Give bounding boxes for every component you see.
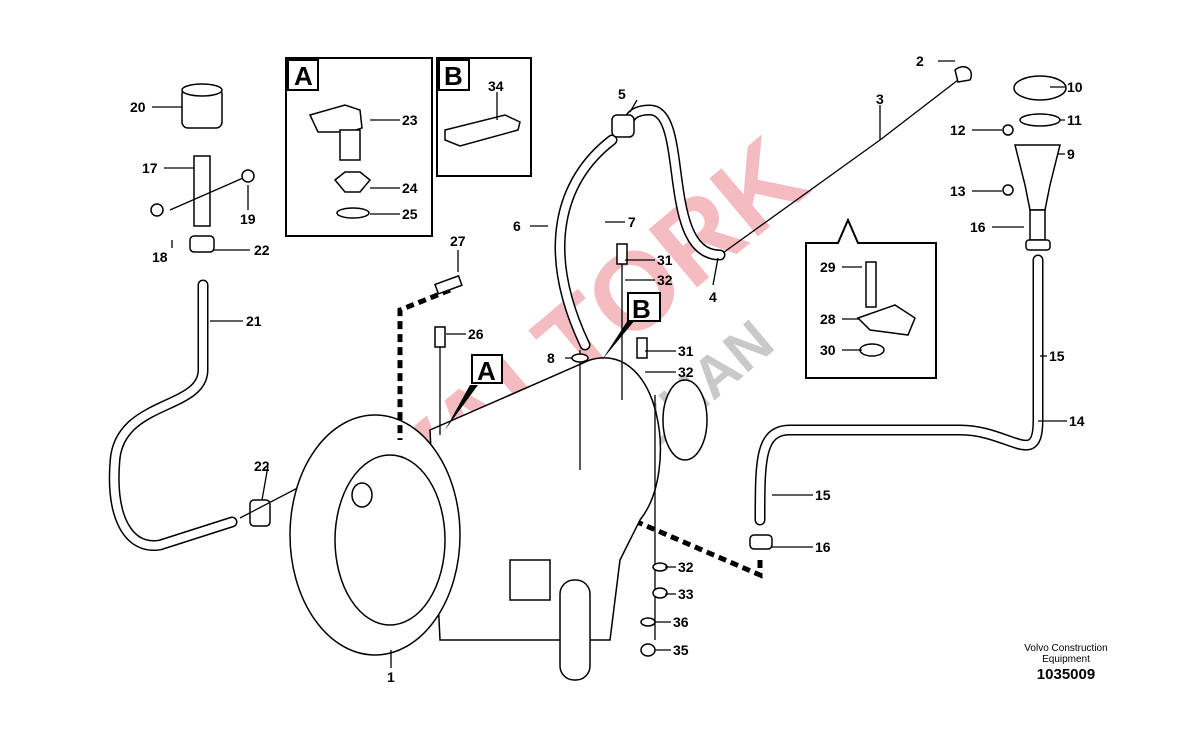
callout-2: 2: [916, 53, 924, 69]
callout-35: 35: [673, 642, 689, 658]
callout-18: 18: [152, 249, 168, 265]
handle-2: [954, 66, 972, 83]
sensor-31: [636, 337, 648, 359]
callout-1: 1: [387, 669, 395, 685]
breather-cap: [181, 83, 223, 97]
callout-34: 34: [488, 78, 504, 94]
callout-33: 33: [678, 586, 694, 602]
callout-21: 21: [246, 313, 262, 329]
callout-28: 28: [820, 311, 836, 327]
svg-text:B: B: [632, 294, 651, 324]
filler-tube-9: [1014, 144, 1061, 211]
callout-10: 10: [1067, 79, 1083, 95]
callout-8: 8: [547, 350, 555, 366]
detail-box-b: B: [436, 57, 532, 177]
detail-box-a-label: A: [294, 61, 313, 91]
footer-company-line1: Volvo Construction: [1024, 643, 1107, 654]
callout-5: 5: [618, 86, 626, 102]
drawing-number: 1035009: [1037, 666, 1095, 683]
callout-7: 7: [628, 214, 636, 230]
callout-32: 32: [657, 272, 673, 288]
detail-box-a: A: [285, 57, 433, 237]
callout-36: 36: [673, 614, 689, 630]
bolt-18: [150, 203, 164, 217]
callout-32: 32: [678, 364, 694, 380]
callout-22: 22: [254, 458, 270, 474]
output-flange: [662, 379, 708, 461]
bolt-12: [1002, 124, 1014, 136]
callout-16: 16: [815, 539, 831, 555]
nut-30: [859, 343, 885, 357]
callout-31: 31: [678, 343, 694, 359]
filter-canister: [559, 579, 591, 681]
detail-box-b-label: B: [444, 61, 463, 91]
callout-13: 13: [950, 183, 966, 199]
elbow-fitting-23: [308, 104, 363, 133]
leader-lines: [152, 60, 1067, 651]
callout-12: 12: [950, 122, 966, 138]
valve-block: [509, 559, 551, 601]
marker-a: A: [445, 354, 503, 430]
bell-opening: [334, 454, 446, 626]
hose-21: [108, 279, 238, 552]
o-ring-25: [336, 207, 370, 219]
callout-32: 32: [678, 559, 694, 575]
clamp-16-bottom: [749, 534, 773, 550]
sensor-31-top: [616, 243, 628, 265]
callout-4: 4: [709, 289, 717, 305]
dipstick-assembly: [539, 75, 1067, 579]
footer: Volvo Construction Equipment 1035009: [1024, 643, 1107, 683]
washer-19: [241, 169, 255, 183]
callout-24: 24: [402, 180, 418, 196]
bolt-29: [865, 261, 877, 308]
callout-23: 23: [402, 112, 418, 128]
callout-27: 27: [450, 233, 466, 249]
callout-6: 6: [513, 218, 521, 234]
elbow-thread: [339, 129, 361, 161]
callout-22: 22: [254, 242, 270, 258]
nut-13: [1002, 184, 1014, 196]
cap-10: [1013, 75, 1067, 101]
clamp-22-top: [189, 235, 215, 253]
seal-11: [1019, 113, 1061, 127]
svg-text:A: A: [477, 356, 496, 386]
callout-26: 26: [468, 326, 484, 342]
callout-19: 19: [240, 211, 256, 227]
callout-17: 17: [142, 160, 158, 176]
marker-b: B: [602, 292, 661, 360]
bracket-34: [444, 114, 521, 147]
sensor-26: [434, 326, 446, 348]
callout-30: 30: [820, 342, 836, 358]
oring-8: [571, 353, 589, 363]
callout-29: 29: [820, 259, 836, 275]
detail-box-clamp: [805, 217, 937, 379]
tee-bolt: [169, 174, 251, 211]
callout-31: 31: [657, 252, 673, 268]
callout-15: 15: [815, 487, 831, 503]
callout-9: 9: [1067, 146, 1075, 162]
housing-body: [429, 357, 662, 641]
nut-24: [333, 171, 372, 193]
callout-16: 16: [970, 219, 986, 235]
callout-15: 15: [1049, 348, 1065, 364]
bolt-27: [434, 274, 463, 295]
callout-20: 20: [130, 99, 146, 115]
dipstick-cable: [554, 66, 972, 351]
callout-3: 3: [876, 91, 884, 107]
footer-company-line2: Equipment: [1042, 654, 1090, 665]
clamp-16-top: [1025, 239, 1051, 251]
fitting-5: [611, 114, 635, 138]
callout-11: 11: [1067, 112, 1082, 128]
clamp-28: [856, 304, 916, 336]
transmission-housing: [289, 248, 708, 681]
callout-25: 25: [402, 206, 418, 222]
callout-14: 14: [1069, 413, 1085, 429]
callouts: 20 17 18 19 22 21 22 23 24 25 34 27 26 1…: [130, 53, 1085, 685]
tee-fitting: [193, 155, 211, 227]
breather-assembly: [108, 83, 381, 552]
